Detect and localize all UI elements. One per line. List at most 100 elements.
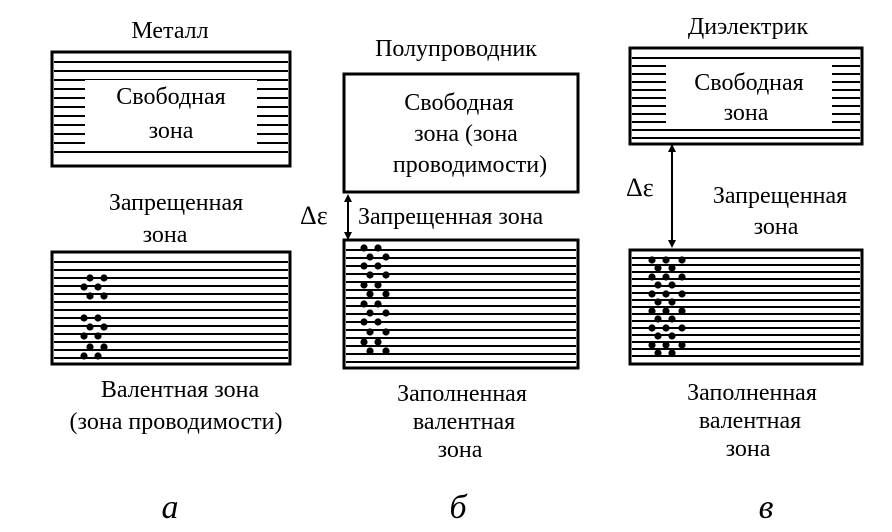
metal-free-band: Свободная зона [50, 50, 292, 168]
electron-dot [654, 281, 662, 289]
electron-dot [654, 349, 662, 357]
electron-dot [648, 290, 656, 298]
panel-dielectric: Диэлектрик Свободная зона Δε Запрещенная… [626, 14, 864, 526]
dielectric-forbidden-line1: Запрещенная [713, 183, 847, 209]
electron-dot [360, 338, 368, 346]
electron-dot [678, 324, 686, 332]
electron-dot [382, 290, 390, 298]
electron-dot [668, 298, 676, 306]
semiconductor-valence-levels [346, 249, 576, 363]
electron-dot [360, 300, 368, 308]
electron-dot [86, 343, 94, 351]
dielectric-valence-line1: Заполненная [687, 380, 817, 406]
electron-dot [100, 343, 108, 351]
electron-dot [94, 332, 102, 340]
electron-dot [366, 309, 374, 317]
metal-free-zone-line2: зона [149, 118, 194, 144]
metal-forbidden-line2: зона [143, 222, 188, 248]
semiconductor-electrons [360, 244, 390, 355]
electron-dot [654, 298, 662, 306]
metal-valence-levels [54, 261, 288, 359]
electron-dot [382, 328, 390, 336]
electron-dot [366, 271, 374, 279]
metal-electrons [80, 274, 108, 360]
electron-dot [662, 341, 670, 349]
electron-dot [374, 338, 382, 346]
semiconductor-free-zone-line1: Свободная [404, 90, 513, 116]
semiconductor-free-band: Свободная зона (зона проводимости) [342, 72, 580, 194]
electron-dot [360, 318, 368, 326]
dielectric-valence-levels [632, 257, 860, 357]
semiconductor-valence-line1: Заполненная [397, 381, 527, 407]
electron-dot [86, 274, 94, 282]
semiconductor-free-zone-line3: проводимости) [393, 152, 547, 178]
electron-dot [360, 244, 368, 252]
dielectric-title: Диэлектрик [688, 14, 809, 40]
electron-dot [366, 347, 374, 355]
electron-dot [374, 281, 382, 289]
semiconductor-free-zone-line2: зона (зона [414, 121, 518, 147]
metal-valence-line2: (зона проводимости) [70, 409, 283, 435]
semiconductor-valence-line3: зона [438, 437, 483, 463]
electron-dot [94, 352, 102, 360]
electron-dot [668, 349, 676, 357]
electron-dot [374, 318, 382, 326]
electron-dot [668, 332, 676, 340]
electron-dot [662, 256, 670, 264]
metal-free-label-bg [85, 80, 257, 148]
electron-dot [366, 253, 374, 261]
electron-dot [654, 332, 662, 340]
semiconductor-forbidden-zone: Запрещенная зона [358, 204, 544, 230]
panel-letter-c: в [759, 489, 774, 526]
dielectric-free-band: Свободная зона [628, 46, 864, 146]
electron-dot [678, 290, 686, 298]
dielectric-free-label-bg [666, 64, 832, 128]
electron-dot [94, 314, 102, 322]
dielectric-free-zone-line2: зона [724, 100, 769, 126]
dielectric-valence-line2: валентная [699, 408, 801, 434]
electron-dot [648, 307, 656, 315]
electron-dot [374, 244, 382, 252]
electron-dot [678, 256, 686, 264]
electron-dot [382, 309, 390, 317]
semiconductor-free-band-frame [342, 72, 580, 194]
panel-semiconductor: Полупроводник Свободная зона (зона прово… [300, 36, 580, 526]
electron-dot [382, 347, 390, 355]
semiconductor-valence-line2: валентная [413, 409, 515, 435]
electron-dot [80, 314, 88, 322]
electron-dot [80, 352, 88, 360]
electron-dot [668, 264, 676, 272]
electron-dot [678, 341, 686, 349]
electron-dot [648, 256, 656, 264]
electron-dot [668, 315, 676, 323]
electron-dot [360, 281, 368, 289]
semiconductor-valence-band [342, 238, 580, 370]
panel-letter-a: а [162, 489, 179, 526]
electron-dot [662, 324, 670, 332]
metal-free-zone-line1: Свободная [116, 84, 225, 110]
metal-valence-band [50, 250, 292, 366]
electron-dot [668, 281, 676, 289]
electron-dot [366, 290, 374, 298]
dielectric-electrons [648, 256, 686, 357]
panel-metal: Металл Свободная зона Запрещенная зона В… [50, 18, 292, 526]
electron-dot [360, 262, 368, 270]
electron-dot [382, 271, 390, 279]
dielectric-valence-band [628, 248, 864, 366]
semiconductor-title: Полупроводник [375, 36, 537, 62]
electron-dot [94, 283, 102, 291]
electron-dot [80, 332, 88, 340]
electron-dot [654, 264, 662, 272]
electron-dot [662, 307, 670, 315]
dielectric-valence-line3: зона [726, 436, 771, 462]
electron-dot [100, 292, 108, 300]
electron-dot [648, 273, 656, 281]
electron-dot [100, 274, 108, 282]
dielectric-delta-label: Δε [626, 173, 654, 202]
electron-dot [648, 341, 656, 349]
electron-dot [662, 273, 670, 281]
dielectric-forbidden-line2: зона [754, 214, 799, 240]
electron-dot [80, 283, 88, 291]
electron-dot [648, 324, 656, 332]
